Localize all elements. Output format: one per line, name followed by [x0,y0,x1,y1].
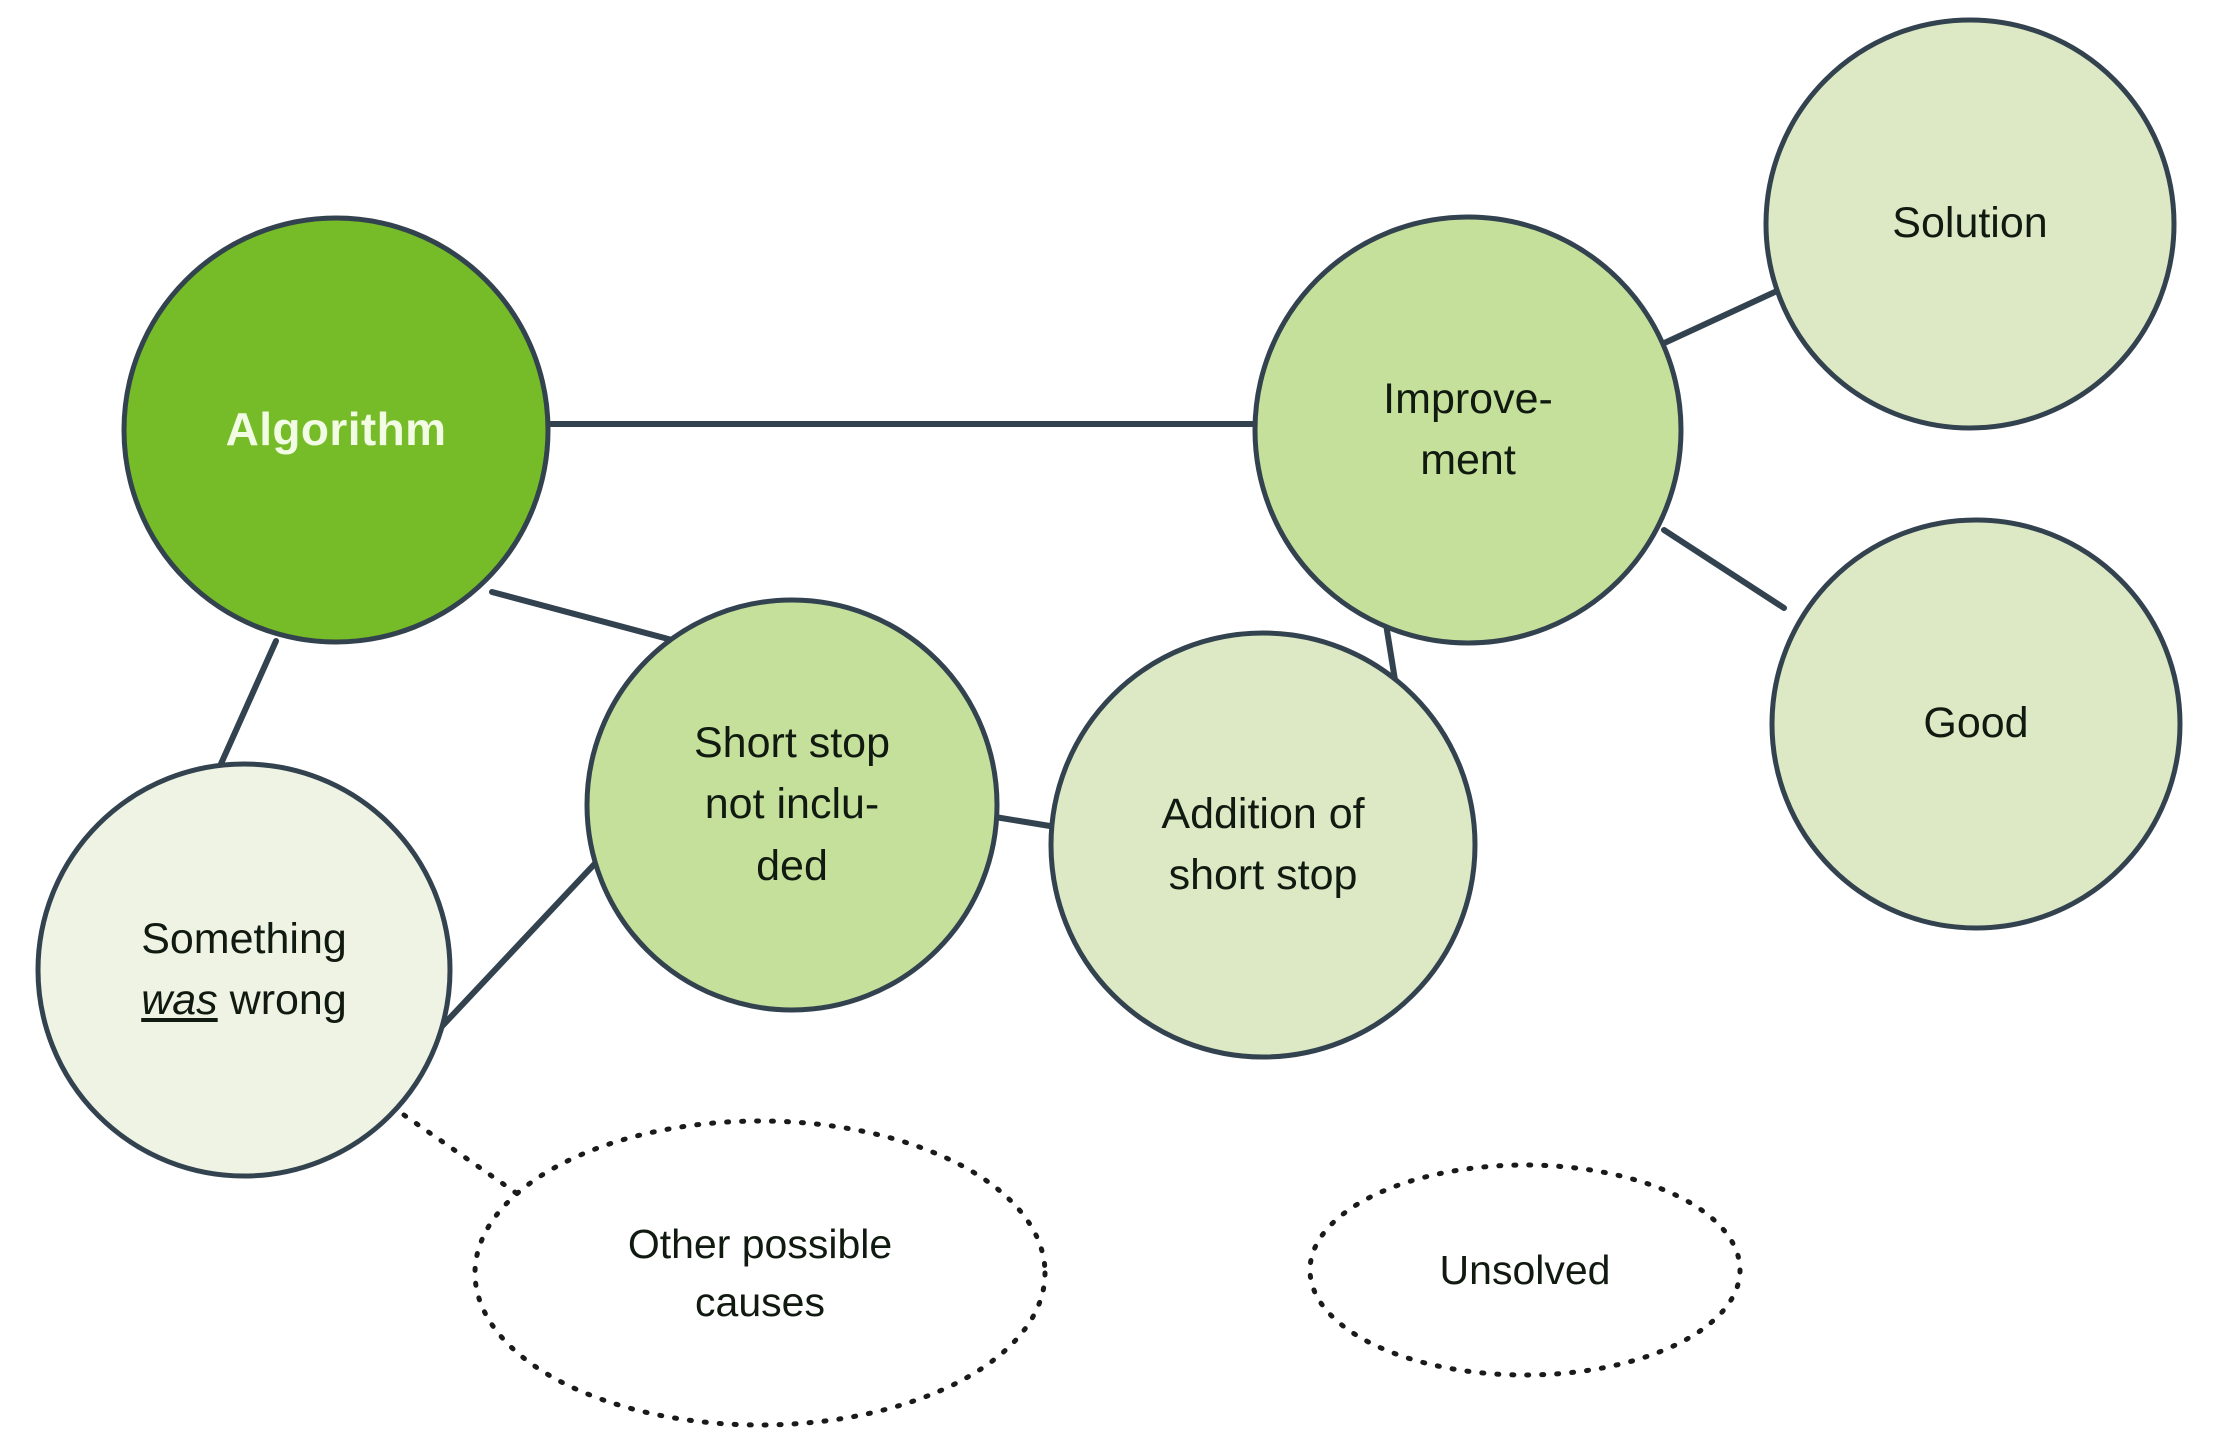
node-shape-addition-of-short-stop[interactable] [1048,630,1478,1060]
edge-short-stop-addition [992,814,1059,830]
node-shape-short-stop-not-included[interactable] [584,597,1000,1013]
edge-algorithm-something-was-wrong [217,638,279,769]
node-shape-unsolved[interactable] [1307,1162,1743,1378]
node-shape-good[interactable] [1769,517,2183,931]
node-shape-solution[interactable] [1763,17,2177,431]
edge-algorithm-short-stop [489,589,675,643]
node-shape-something-was-wrong[interactable] [35,761,453,1179]
node-shape-algorithm[interactable] [121,215,551,645]
edge-something-other-causes [401,1112,548,1216]
nodes-layer [35,17,2183,1428]
edge-improvement-solution [1657,282,1793,348]
edge-improvement-good [1661,527,1787,611]
node-shape-other-possible-causes[interactable] [472,1118,1048,1428]
node-shape-improvement[interactable] [1252,214,1684,646]
